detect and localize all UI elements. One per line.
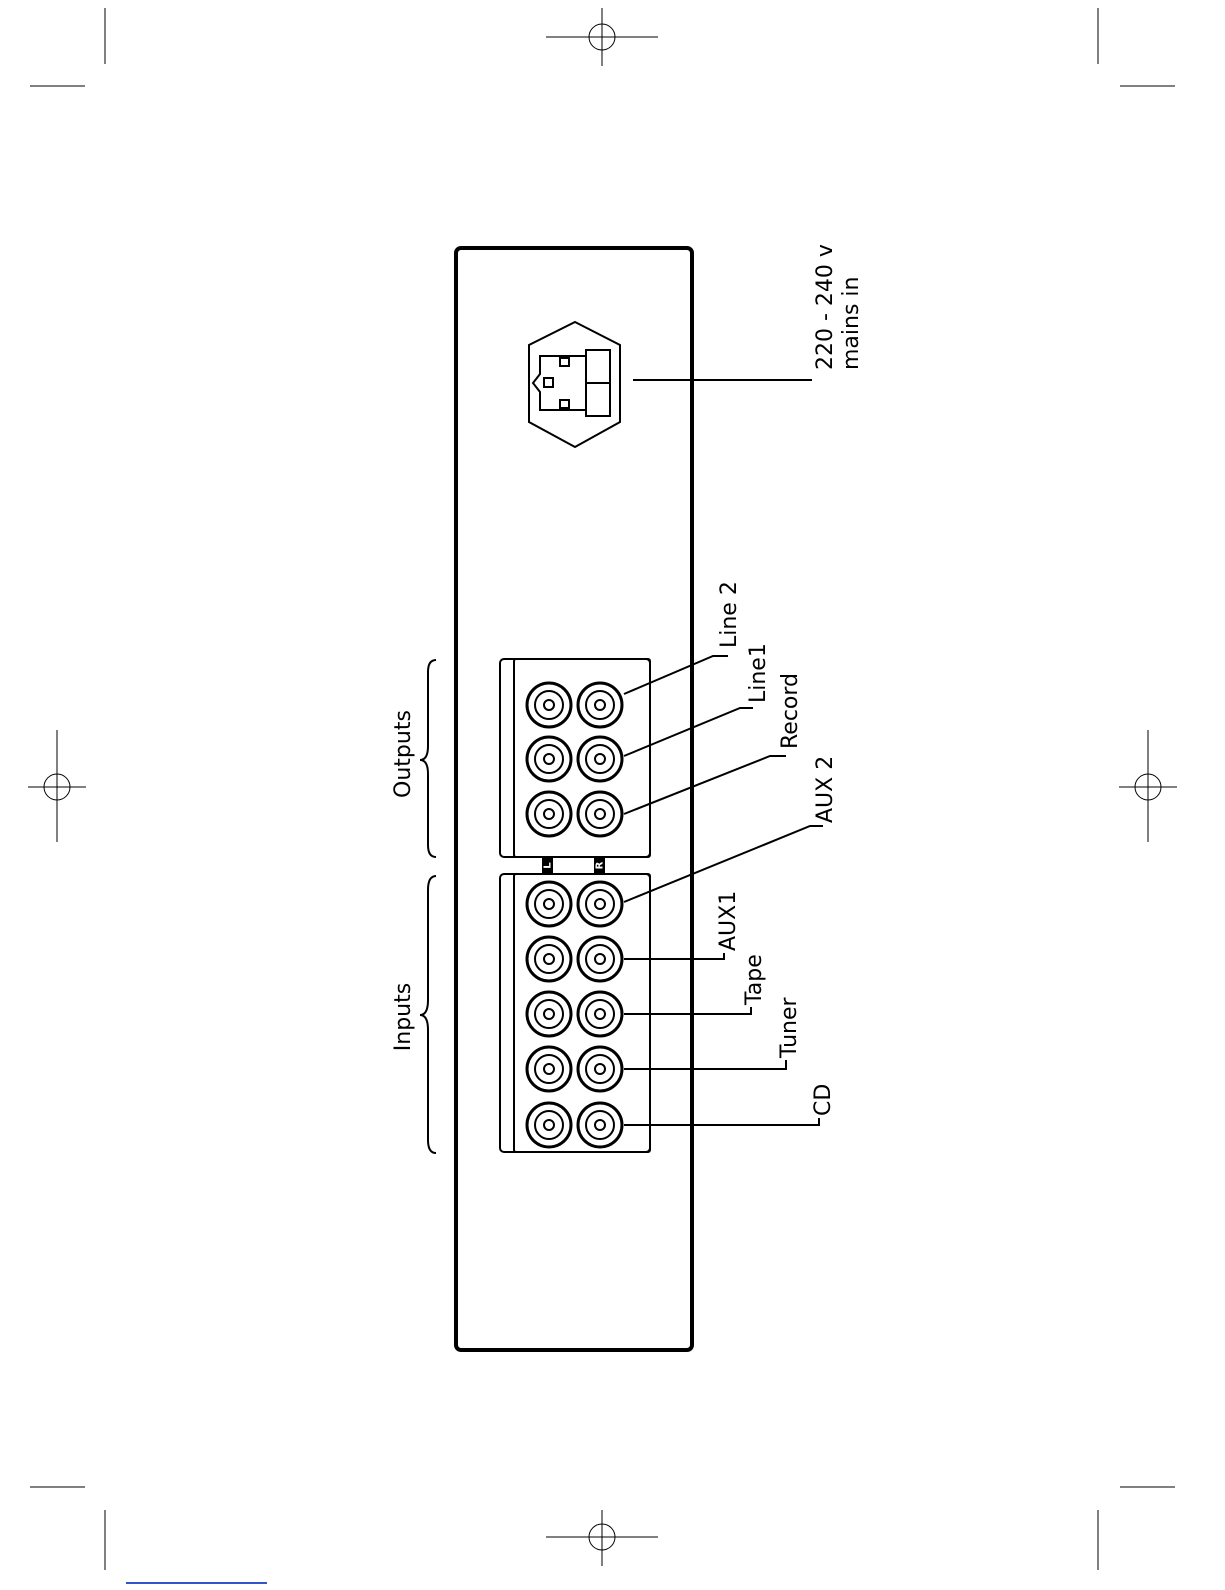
rca-jack-icon [578, 792, 622, 836]
registration-mark-top [546, 8, 658, 66]
rca-jack-icon [578, 683, 622, 727]
label-aux1: AUX1 [716, 891, 741, 951]
label-line1: Line1 [746, 643, 771, 703]
aux1-leader [624, 953, 724, 959]
right-channel-marker-text: R [595, 861, 606, 869]
rca-jack-icon [527, 792, 571, 836]
rca-jack-icon [578, 992, 622, 1036]
rca-jack-icon [527, 683, 571, 727]
rca-jack-icon [527, 992, 571, 1036]
rca-jack-icon [527, 937, 571, 981]
line1-leader [624, 708, 753, 756]
rca-jack-icon [527, 1103, 571, 1147]
page-link-underline [126, 1582, 267, 1584]
rca-jack-icon [578, 882, 622, 926]
line2-leader [624, 656, 728, 694]
rca-jack-icon [527, 737, 571, 781]
mains-label-line2: mains in [839, 277, 864, 370]
tuner-leader [624, 1060, 786, 1069]
registration-mark-left [28, 730, 86, 842]
tape-leader [624, 1007, 751, 1014]
label-line-2: Line 2 [717, 581, 742, 648]
left-channel-marker-text: L [543, 862, 554, 869]
cd-leader [624, 1118, 819, 1125]
registration-mark-bottom [546, 1510, 658, 1566]
record-leader [624, 756, 786, 814]
mains-socket-icon [529, 322, 620, 447]
rear-panel-outline [456, 248, 692, 1350]
crop-marks [30, 8, 1175, 1570]
rca-jack-icon [578, 737, 622, 781]
outputs-brace [420, 660, 436, 857]
aux2-leader [624, 826, 823, 902]
outputs-group-label: Outputs [391, 710, 416, 798]
rca-jack-icon [527, 882, 571, 926]
rca-jack-icon [527, 1047, 571, 1091]
label-cd: CD [811, 1084, 836, 1116]
rca-jack-icon [578, 1103, 622, 1147]
label-tape: Tape [742, 954, 767, 1006]
label-tuner: Tuner [777, 996, 802, 1059]
label-aux-2: AUX 2 [813, 756, 838, 823]
label-record: Record [778, 673, 803, 749]
rca-jack-icon [578, 1047, 622, 1091]
mains-label-line1: 220 - 240 v [813, 244, 838, 370]
rca-jack-icon [578, 937, 622, 981]
rca-jacks [527, 683, 622, 1147]
inputs-brace [420, 876, 436, 1153]
registration-mark-right [1119, 730, 1177, 842]
inputs-group-label: Inputs [391, 983, 416, 1051]
output-connector-plate [500, 659, 650, 857]
